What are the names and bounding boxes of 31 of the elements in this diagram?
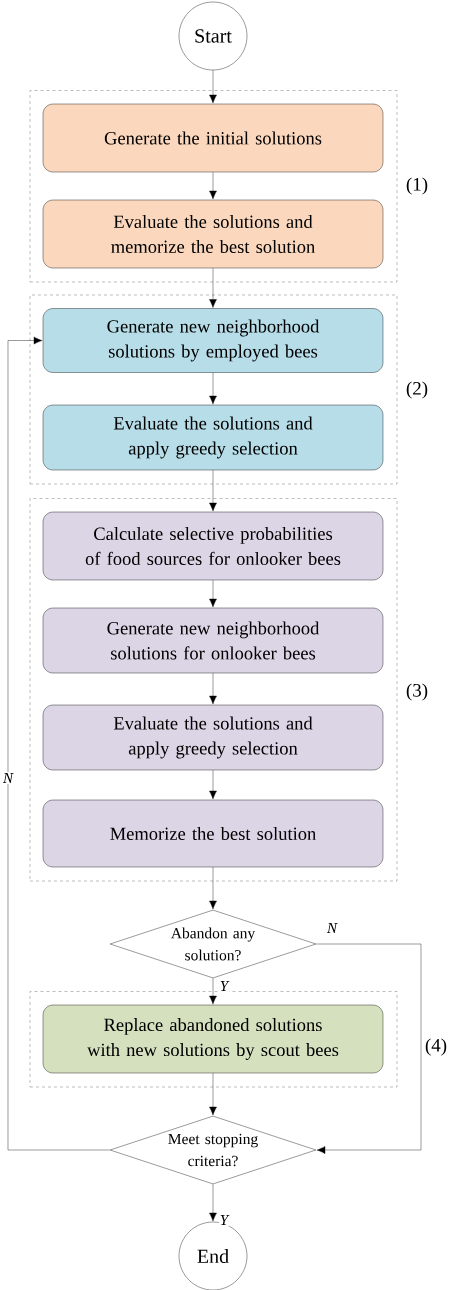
arrow [209,1184,217,1222]
process-box: Evaluate the solutions and memorize the best solution [42,199,384,269]
group-number: (1) [406,177,428,195]
process-box: Memorize the best solution [42,799,384,868]
arrow [209,770,217,800]
process-box: Generate new neighborhood solutions by employed bees [42,308,384,373]
group-number: (4) [425,1038,447,1056]
edge-label: N [2,772,14,784]
process-box: Evaluate the solutions and apply greedy selection [42,404,384,471]
group-number: (2) [406,381,428,399]
process-box: Generate new neighborhood solutions for onlooker bees [42,607,384,674]
edge-label: N [326,922,338,934]
arrow [209,867,217,910]
arrow [209,978,217,1005]
arrow [209,470,217,512]
arrow [7,336,110,1151]
arrow [209,673,217,705]
edge-label: Y [218,980,230,992]
arrow [209,70,217,104]
process-box: Calculate selective probabilities of food sources for onlooker bees [42,511,384,581]
edge-label: Y [218,1214,230,1226]
group-number: (3) [406,683,428,701]
arrow [209,372,217,405]
arrow [209,172,217,200]
arrow [316,943,422,1154]
process-box: Replace abandoned solutions with new solutions by scout bees [42,1004,384,1074]
arrow [209,1073,217,1116]
process-box: Generate the initial solutions [42,103,384,173]
process-box: Evaluate the solutions and apply greedy selection [42,704,384,771]
arrow [209,580,217,608]
arrow [209,268,217,308]
